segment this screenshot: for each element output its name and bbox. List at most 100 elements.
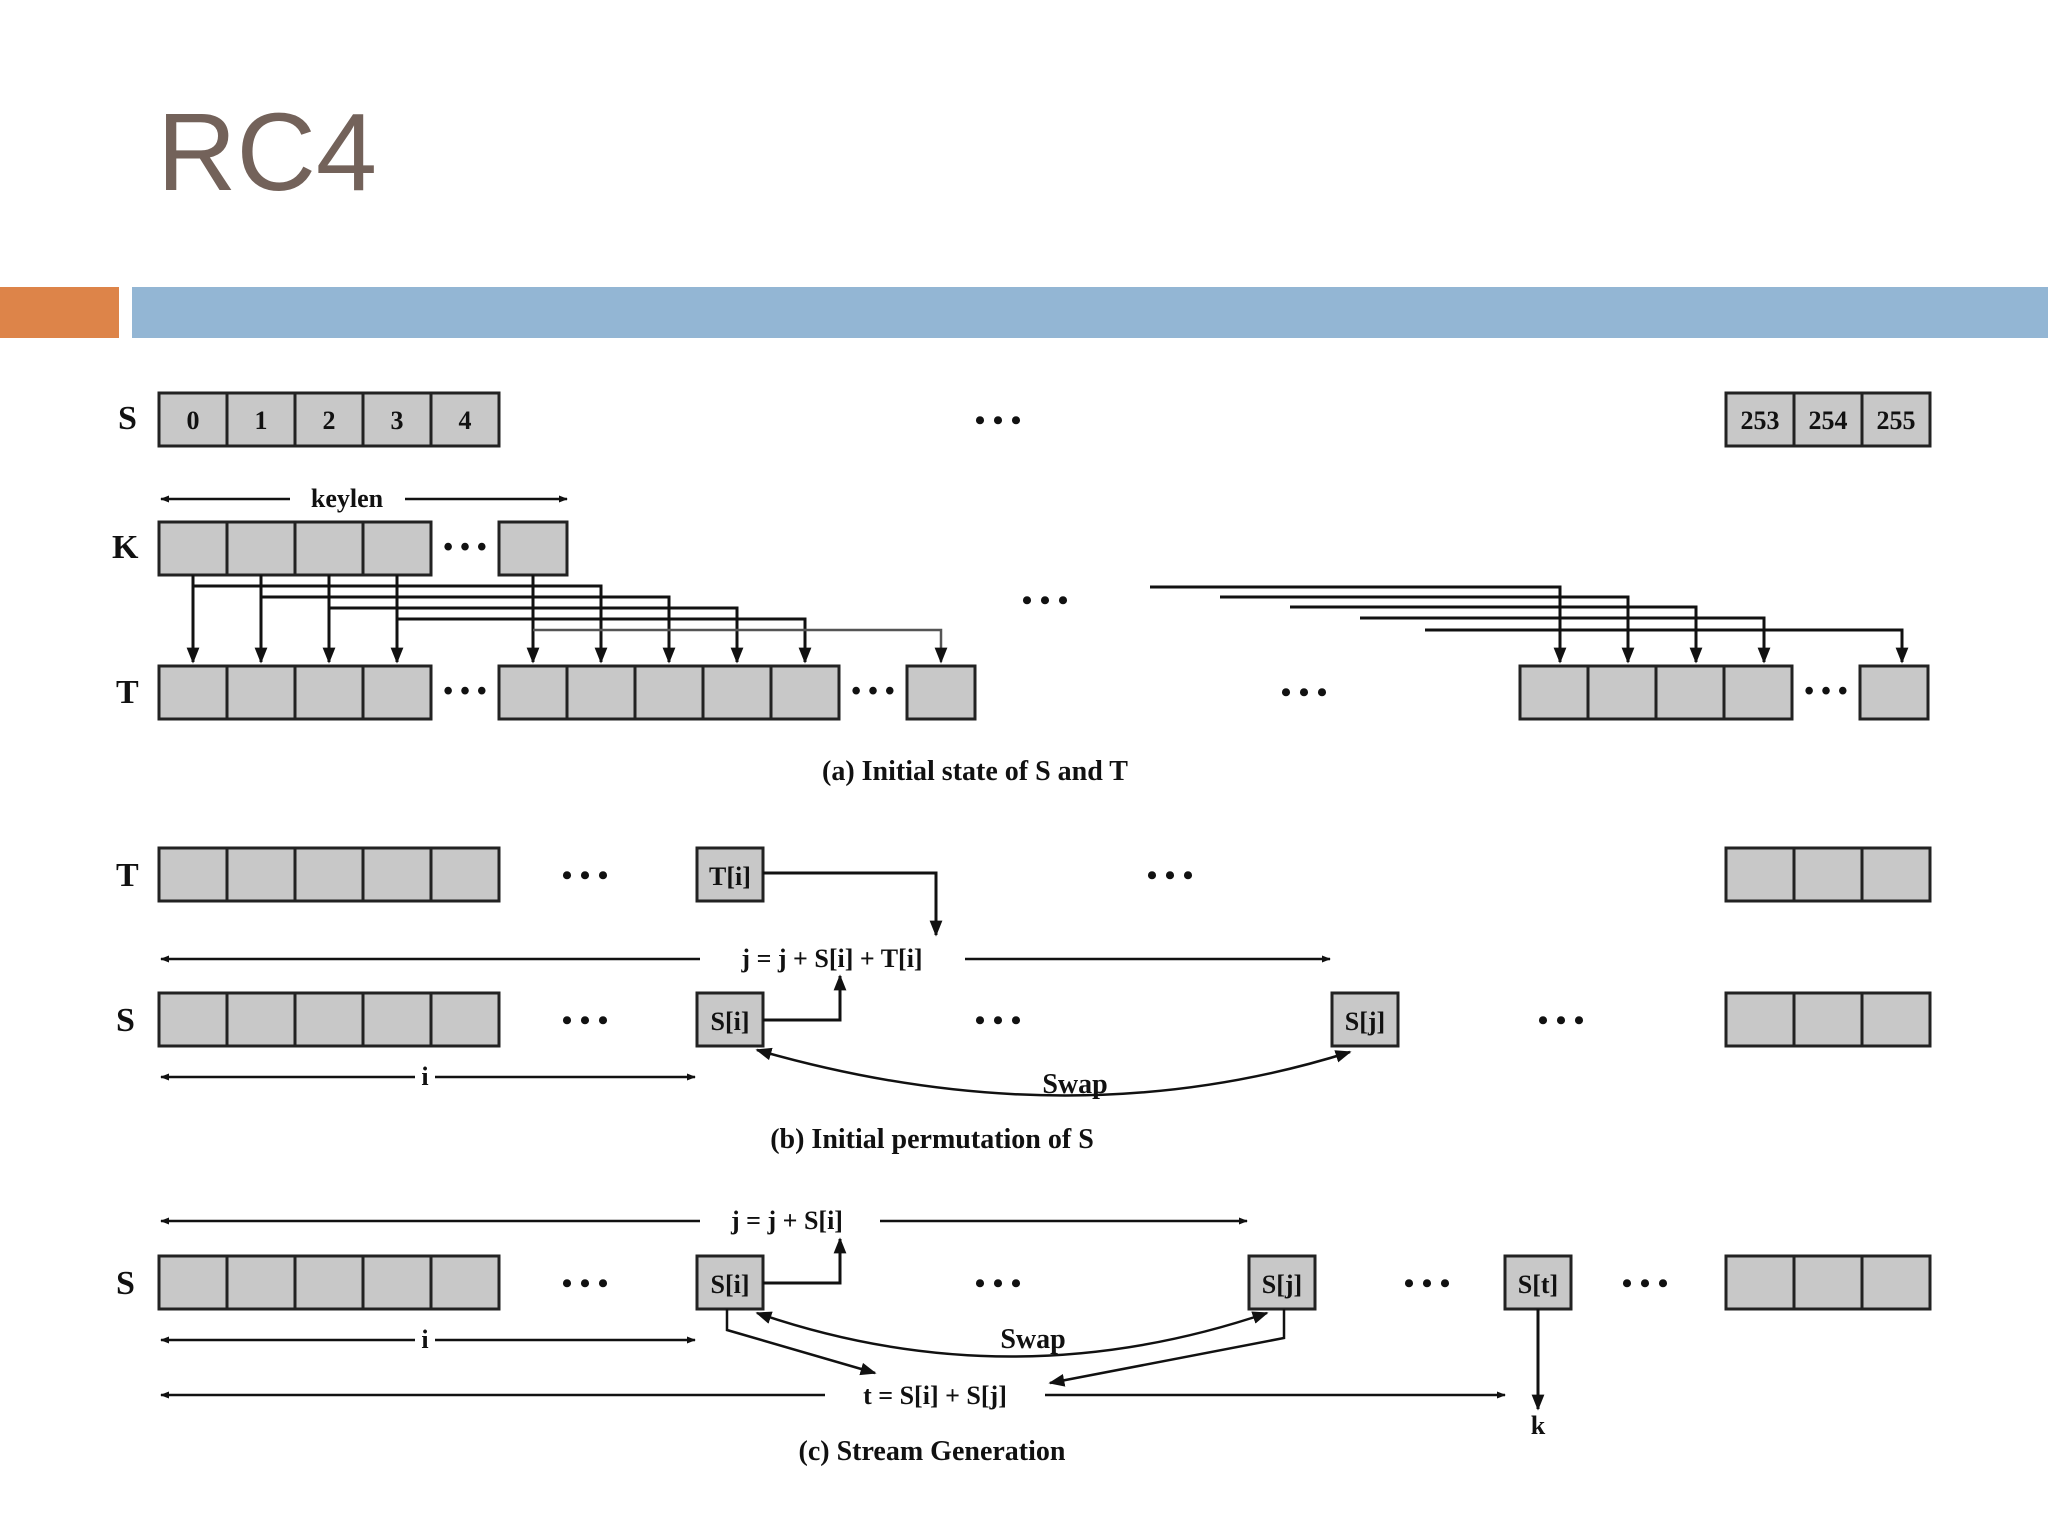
s-i-label: S[i] bbox=[711, 1007, 750, 1036]
t-cell bbox=[361, 846, 433, 903]
t-i-label: T[i] bbox=[709, 862, 751, 891]
t-cell bbox=[225, 664, 297, 721]
swap-label: Swap bbox=[1042, 1069, 1107, 1100]
s-cell bbox=[157, 1254, 229, 1311]
ellipsis: • • • bbox=[443, 676, 486, 707]
swap-arrow bbox=[755, 1311, 1269, 1358]
s-cell bbox=[429, 391, 501, 448]
s-cell bbox=[225, 1254, 297, 1311]
slide-title: RC4 bbox=[157, 91, 378, 214]
s-cell-value: 3 bbox=[391, 406, 404, 435]
k-cell bbox=[225, 520, 297, 577]
j-formula: j = j + S[i] bbox=[730, 1206, 843, 1235]
s-i-cell bbox=[695, 991, 765, 1048]
connector bbox=[1290, 605, 1703, 664]
t-cell bbox=[633, 664, 705, 721]
k-to-t-connectors bbox=[186, 575, 1909, 664]
t-formula: t = S[i] + S[j] bbox=[863, 1381, 1007, 1410]
caption-b: (b) Initial permutation of S bbox=[770, 1124, 1094, 1155]
connector bbox=[1360, 616, 1771, 664]
i-label: i bbox=[421, 1062, 428, 1091]
row-label-s: S bbox=[116, 1002, 135, 1039]
s-cell bbox=[1724, 1254, 1796, 1311]
connector bbox=[1425, 628, 1909, 664]
s-cell-value: 254 bbox=[1809, 406, 1848, 435]
panel-b: T • • • T[i] • • • j = j + S[i] + T[i] S bbox=[116, 846, 1932, 1155]
accent-bar-blue bbox=[132, 287, 2048, 338]
s-j-cell bbox=[1247, 1254, 1317, 1311]
ellipsis: • • • bbox=[1147, 859, 1194, 892]
s-cell bbox=[1724, 391, 1796, 448]
row-label-t: T bbox=[116, 674, 139, 711]
s-cell-value: 4 bbox=[459, 406, 472, 435]
s-cell bbox=[1724, 991, 1796, 1048]
t-cell bbox=[1860, 846, 1932, 903]
k-cell bbox=[293, 520, 365, 577]
ellipsis: • • • bbox=[1804, 676, 1847, 707]
s-cell-value: 255 bbox=[1877, 406, 1916, 435]
s-array-end: 253 254 255 bbox=[1724, 391, 1932, 448]
ellipsis: • • • bbox=[562, 1267, 609, 1300]
s-j-label: S[j] bbox=[1345, 1007, 1385, 1036]
t-cell bbox=[1722, 664, 1794, 721]
t-cell bbox=[293, 664, 365, 721]
s-cell bbox=[1860, 1254, 1932, 1311]
panel-a: S 0 1 2 3 4 • • • 253 254 255 keylen K bbox=[112, 391, 1932, 787]
keylen-label: keylen bbox=[311, 484, 384, 513]
t-cell bbox=[225, 846, 297, 903]
s-cell bbox=[293, 391, 365, 448]
t-cell bbox=[361, 664, 433, 721]
t-cell bbox=[769, 664, 841, 721]
connector bbox=[329, 606, 744, 664]
s-cell bbox=[157, 991, 229, 1048]
s-j-to-t-arrow bbox=[1048, 1309, 1286, 1387]
connector bbox=[1220, 595, 1635, 664]
row-label-s: S bbox=[118, 400, 137, 437]
s-i-to-formula-arrow bbox=[763, 974, 847, 1022]
s-i-to-formula-arrow bbox=[763, 1237, 847, 1285]
t-cell bbox=[293, 846, 365, 903]
k-cell bbox=[497, 520, 569, 577]
ellipsis: • • • bbox=[1022, 584, 1069, 617]
ellipsis: • • • bbox=[1281, 676, 1328, 709]
s-cell-value: 0 bbox=[187, 406, 200, 435]
s-cell-value: 2 bbox=[323, 406, 336, 435]
connector bbox=[397, 617, 812, 664]
row-label-s: S bbox=[116, 1265, 135, 1302]
t-cell bbox=[1654, 664, 1726, 721]
ellipsis: • • • bbox=[851, 676, 894, 707]
k-cell bbox=[361, 520, 433, 577]
ellipsis: • • • bbox=[1404, 1267, 1451, 1300]
s-j-cell bbox=[1330, 991, 1400, 1048]
i-label: i bbox=[421, 1325, 428, 1354]
caption-a: (a) Initial state of S and T bbox=[822, 756, 1128, 787]
ellipsis: • • • bbox=[562, 1004, 609, 1037]
t-cell bbox=[497, 664, 569, 721]
accent-bar-orange bbox=[0, 287, 119, 338]
t-array bbox=[157, 664, 1930, 721]
t-cell bbox=[157, 664, 229, 721]
t-cell bbox=[1858, 664, 1930, 721]
s-i-to-t-arrow bbox=[725, 1309, 877, 1376]
k-cell bbox=[157, 520, 229, 577]
s-cell bbox=[1792, 391, 1864, 448]
k-label: k bbox=[1531, 1411, 1546, 1440]
s-cell bbox=[361, 1254, 433, 1311]
s-cell bbox=[293, 1254, 365, 1311]
ellipsis: • • • bbox=[443, 532, 486, 563]
s-cell-value: 1 bbox=[255, 406, 268, 435]
row-label-t: T bbox=[116, 857, 139, 894]
connector bbox=[193, 584, 608, 664]
s-i-label: S[i] bbox=[711, 1270, 750, 1299]
swap-arrow bbox=[755, 1047, 1352, 1097]
ellipsis: • • • bbox=[1538, 1004, 1585, 1037]
t-array-b bbox=[157, 846, 1932, 903]
s-array-b bbox=[157, 991, 1932, 1048]
ellipsis: • • • bbox=[975, 404, 1022, 437]
ellipsis: • • • bbox=[975, 1004, 1022, 1037]
s-cell-value: 253 bbox=[1741, 406, 1780, 435]
s-array-c bbox=[157, 1254, 1932, 1311]
ellipsis: • • • bbox=[975, 1267, 1022, 1300]
connector bbox=[261, 595, 676, 664]
